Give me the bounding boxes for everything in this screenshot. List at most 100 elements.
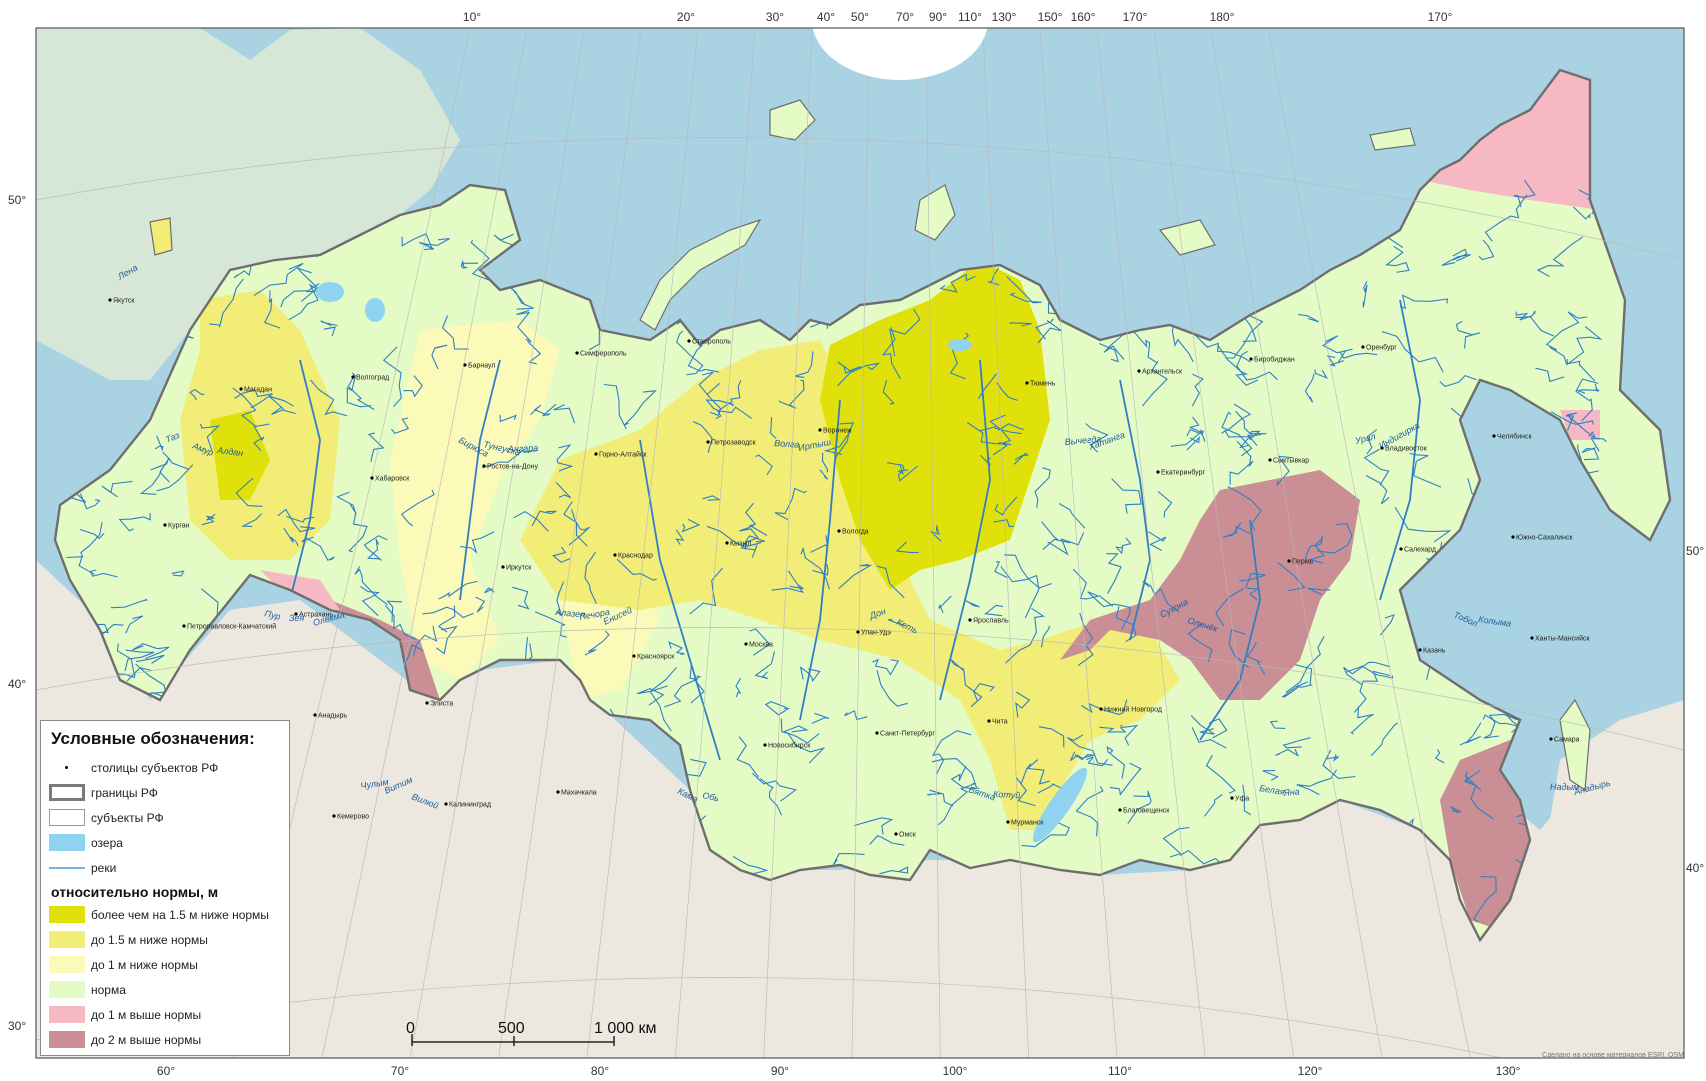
capital-dot <box>987 719 991 723</box>
river <box>966 422 1012 446</box>
river <box>234 389 273 409</box>
river <box>484 587 495 594</box>
capital-dot <box>706 440 710 444</box>
river <box>1239 573 1266 589</box>
river <box>401 232 434 251</box>
city-label: Тюмень <box>1030 381 1056 388</box>
river <box>1013 452 1030 465</box>
river <box>949 332 969 380</box>
river <box>739 527 759 550</box>
river <box>280 283 320 308</box>
river <box>499 414 518 423</box>
river-label: Колыма <box>1478 614 1512 628</box>
top-longitude-tick-label: 30° <box>766 10 784 24</box>
city-label: Петрозаводск <box>711 440 757 447</box>
river <box>475 596 486 613</box>
city-label: Санкт-Петербург <box>880 730 935 738</box>
river <box>1221 411 1253 457</box>
river <box>320 320 338 327</box>
capital-dot <box>894 832 898 836</box>
river <box>616 558 657 581</box>
river <box>979 454 991 466</box>
city-label: Кызыл <box>730 541 751 548</box>
river <box>1217 344 1259 386</box>
capital-dot <box>1099 707 1103 711</box>
river <box>668 641 685 656</box>
river <box>101 480 133 498</box>
river <box>555 481 571 499</box>
river <box>1047 532 1085 556</box>
river <box>698 371 714 397</box>
river <box>939 273 976 293</box>
river <box>771 585 805 594</box>
lake-taimyr <box>948 339 972 351</box>
river <box>675 529 685 546</box>
city-label: Биробиджан <box>1254 356 1295 364</box>
river <box>124 649 155 672</box>
river <box>989 414 1012 456</box>
river <box>1133 331 1151 358</box>
river <box>1229 440 1254 485</box>
legend-row-capital-dot: столицы субъектов РФ <box>47 755 283 780</box>
river <box>323 326 336 337</box>
river <box>754 651 775 680</box>
river <box>1441 254 1471 266</box>
capital-dot <box>1399 547 1403 551</box>
river <box>1549 346 1596 382</box>
capital-dot <box>1268 458 1272 462</box>
city-label: Курган <box>168 523 190 530</box>
river <box>584 551 598 605</box>
legend-class-row: норма <box>47 977 283 1002</box>
river <box>1109 762 1142 796</box>
left-latitude-ticks: 50°40°30° <box>8 193 26 1033</box>
river <box>253 425 265 452</box>
lake-onega <box>365 298 385 322</box>
river <box>1483 713 1518 739</box>
river <box>310 379 348 417</box>
city-label: Ханты-Мансийск <box>1535 635 1590 643</box>
river-label: Котуй <box>993 789 1021 800</box>
river <box>1242 784 1251 816</box>
city-label: Ярославль <box>973 618 1009 625</box>
top-longitude-tick-label: 150° <box>1038 10 1063 24</box>
capital-dot <box>163 523 167 527</box>
river <box>889 308 921 357</box>
river <box>787 570 804 590</box>
river <box>1106 553 1122 594</box>
kaliningrad-exclave <box>149 217 173 256</box>
river <box>800 546 831 590</box>
river <box>812 563 829 576</box>
city-label: Волгоград <box>356 375 389 382</box>
meridian-line <box>925 28 941 1058</box>
river <box>1225 314 1264 359</box>
river <box>664 662 699 708</box>
city-label: Южно-Сахалинск <box>1516 535 1574 542</box>
river-trunk <box>1199 519 1261 741</box>
river <box>649 666 678 732</box>
river <box>156 464 194 492</box>
city-label: Омск <box>899 832 917 839</box>
city-label: Новосибирск <box>768 742 811 750</box>
capital-dot <box>501 565 505 569</box>
legend-color-swatch <box>49 1006 85 1023</box>
river <box>1575 378 1599 422</box>
river-trunk <box>639 439 721 761</box>
river <box>1186 436 1200 451</box>
river <box>1191 727 1227 749</box>
river <box>385 604 418 641</box>
city-label: Магадан <box>244 387 272 394</box>
river <box>1086 756 1109 767</box>
river <box>1099 726 1127 733</box>
legend-class-row: до 1 м ниже нормы <box>47 952 283 977</box>
river-trunk <box>459 359 501 601</box>
legend-class-label: до 1.5 м ниже нормы <box>91 932 208 947</box>
river <box>253 262 304 296</box>
river <box>794 351 814 378</box>
river <box>686 758 707 777</box>
capital-dot <box>594 452 598 456</box>
river <box>844 710 868 721</box>
bottom-longitude-tick-label: 100° <box>943 1064 968 1078</box>
city-label: Уфа <box>1235 796 1249 803</box>
meridian-line <box>586 28 699 1058</box>
river <box>938 595 952 614</box>
